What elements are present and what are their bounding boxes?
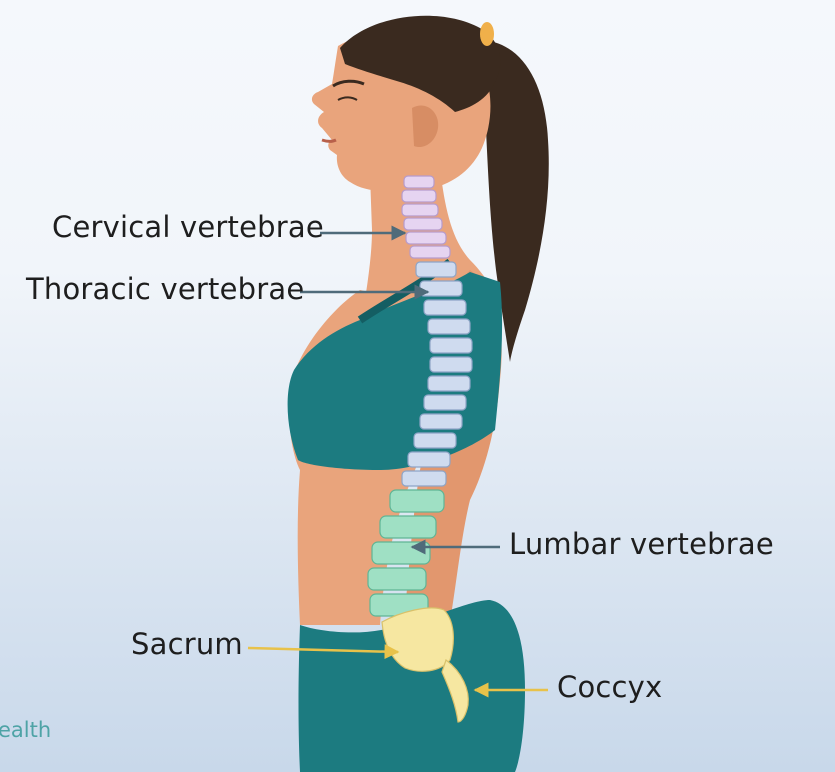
eyebrow <box>332 79 365 88</box>
hair-tie <box>480 22 494 46</box>
shorts <box>298 600 525 772</box>
ear <box>412 105 439 148</box>
hair <box>340 15 501 113</box>
ponytail <box>470 40 549 362</box>
eye <box>337 96 358 101</box>
thoracic-label: Thoracic vertebrae <box>26 272 305 306</box>
watermark: ealth <box>0 718 52 742</box>
sacrum-pointer <box>247 644 400 660</box>
lips <box>321 138 337 143</box>
sacrum <box>381 607 454 672</box>
thoracic-vertebrae <box>401 261 473 487</box>
lumbar-label: Lumbar vertebrae <box>509 527 774 561</box>
coccyx <box>441 659 469 723</box>
cervical-label: Cervical vertebrae <box>52 210 324 244</box>
coccyx-label: Coccyx <box>557 670 663 704</box>
cervical-vertebrae <box>401 175 451 259</box>
sacrum-label: Sacrum <box>131 627 243 661</box>
lumbar-vertebrae <box>367 489 445 617</box>
